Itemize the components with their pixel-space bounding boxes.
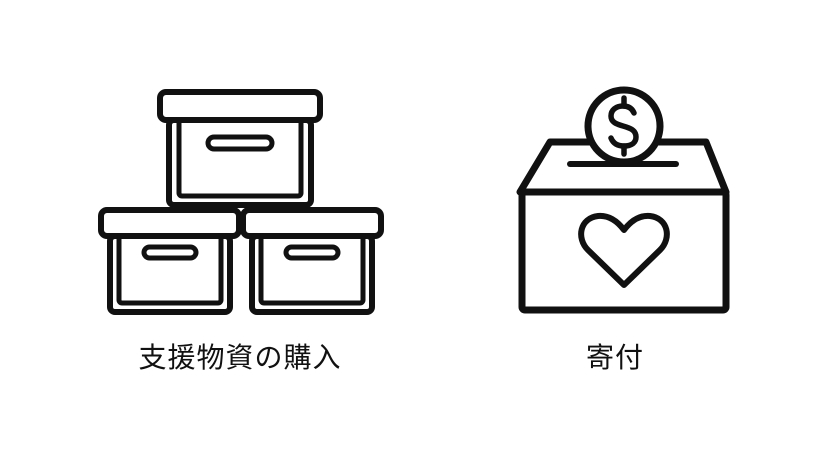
donation-item: 寄付 bbox=[420, 0, 840, 473]
top-box bbox=[157, 89, 323, 208]
stacked-storage-boxes-icon bbox=[0, 80, 420, 320]
dollar-coin-icon bbox=[584, 86, 664, 166]
bottom-right-box bbox=[240, 207, 384, 315]
purchase-supplies-label: 支援物資の購入 bbox=[138, 341, 342, 374]
donation-box-icon bbox=[420, 80, 840, 320]
purchase-supplies-item: 支援物資の購入 bbox=[0, 80, 420, 374]
donation-label: 寄付 bbox=[585, 341, 644, 374]
heart-icon bbox=[578, 212, 670, 288]
bottom-left-box bbox=[98, 207, 242, 315]
